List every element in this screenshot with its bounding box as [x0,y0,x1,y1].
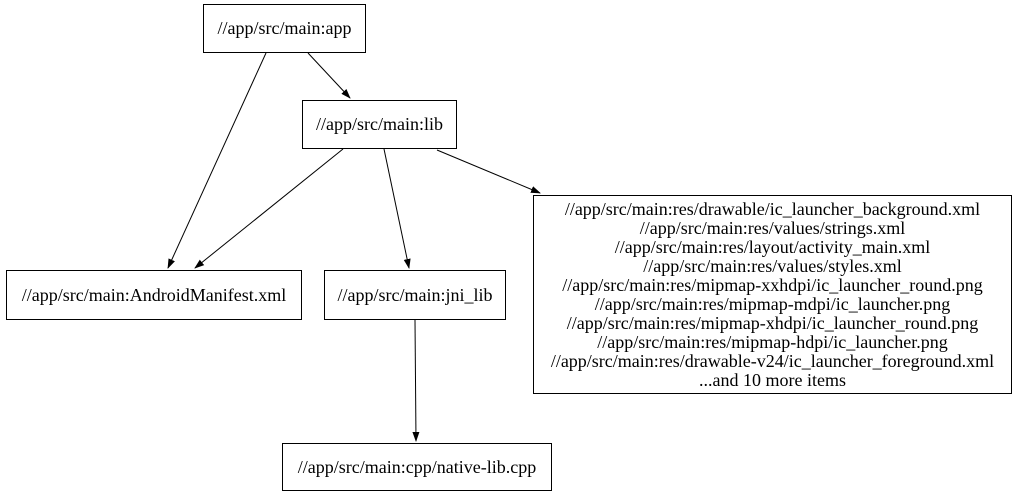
res-group-line: //app/src/main:res/layout/activity_main.… [614,236,931,257]
edge-lib-to-res-group [436,149,541,194]
edge-lib-to-android-manifest [194,148,344,269]
node-cpp-native-lib: //app/src/main:cpp/native-lib.cpp [282,443,552,491]
res-group-line: //app/src/main:res/mipmap-mdpi/ic_launch… [594,293,951,314]
edge-jni-lib-to-cpp-native-lib [412,319,420,442]
node-cpp-native-lib-label: //app/src/main:cpp/native-lib.cpp [297,456,537,477]
node-android-manifest: //app/src/main:AndroidManifest.xml [6,270,302,320]
res-group-line: //app/src/main:res/values/styles.xml [643,255,902,276]
node-lib-label: //app/src/main:lib [316,114,443,134]
res-group-line: //app/src/main:res/values/strings.xml [639,217,906,238]
res-group-line: //app/src/main:res/mipmap-xhdpi/ic_launc… [566,312,979,333]
res-group-line: //app/src/main:res/drawable/ic_launcher_… [564,198,981,219]
res-group-line: //app/src/main:res/mipmap-xxhdpi/ic_laun… [562,274,983,295]
node-app: //app/src/main:app [203,4,366,53]
node-jni-lib: //app/src/main:jni_lib [324,270,506,320]
res-group-line: //app/src/main:res/drawable-v24/ic_launc… [550,350,995,371]
node-jni-lib-label: //app/src/main:jni_lib [337,284,493,305]
edge-lib-to-jni-lib [383,148,411,269]
edge-app-to-lib [307,52,351,99]
res-group-line: //app/src/main:res/mipmap-hdpi/ic_launch… [597,331,948,352]
res-group-more-items: ...and 10 more items [699,369,846,390]
node-res-group: //app/src/main:res/drawable/ic_launcher_… [533,195,1012,394]
edge-app-to-android-manifest [167,52,267,269]
node-android-manifest-label: //app/src/main:AndroidManifest.xml [21,284,287,305]
node-lib: //app/src/main:lib [302,100,457,149]
node-app-label: //app/src/main:app [217,18,352,38]
